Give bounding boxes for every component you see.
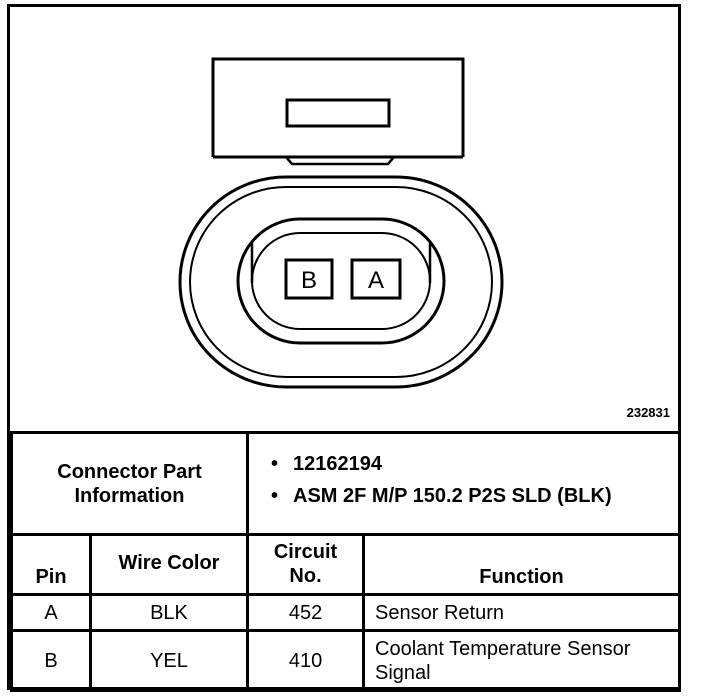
row-a-circuit: 452 xyxy=(246,593,366,632)
row-a-wire-color: BLK xyxy=(88,593,250,632)
connector-illustration: B A xyxy=(178,57,504,389)
pin-a-box xyxy=(350,258,402,300)
row-a-function: Sensor Return xyxy=(362,593,682,632)
pin-b-label: B xyxy=(301,267,317,294)
connector-spec-table: Connector Part Information 12162194 ASM … xyxy=(9,431,682,692)
connector-outer-shell xyxy=(178,175,504,389)
header-pin: Pin xyxy=(10,533,92,596)
part-description: ASM 2F M/P 150.2 P2S SLD (BLK) xyxy=(267,484,672,508)
header-wire-color: Wire Color xyxy=(88,533,250,596)
part-info-values: 12162194 ASM 2F M/P 150.2 P2S SLD (BLK) xyxy=(246,431,682,536)
figure-id: 232831 xyxy=(626,405,670,420)
row-a-pin: A xyxy=(10,593,92,632)
connector-outer-shell-inner xyxy=(189,186,493,378)
header-circuit: Circuit No. xyxy=(246,533,366,596)
pin-b-box xyxy=(284,258,334,300)
connector-latch-slot xyxy=(285,98,391,128)
connector-diagram-frame: B A 232831 Connector Part Information 12… xyxy=(7,4,682,692)
row-b-pin: B xyxy=(10,629,92,692)
connector-cavity-inner xyxy=(251,232,431,330)
row-b-wire-color: YEL xyxy=(88,629,250,692)
pin-a-label: A xyxy=(368,267,384,294)
row-b-circuit: 410 xyxy=(246,629,366,692)
connector-latch-body xyxy=(211,57,465,157)
part-number: 12162194 xyxy=(267,452,672,476)
header-function: Function xyxy=(362,533,682,596)
connector-cavity xyxy=(236,217,446,345)
row-b-function: Coolant Temperature Sensor Signal xyxy=(362,629,682,692)
part-info-label: Connector Part Information xyxy=(9,431,250,536)
